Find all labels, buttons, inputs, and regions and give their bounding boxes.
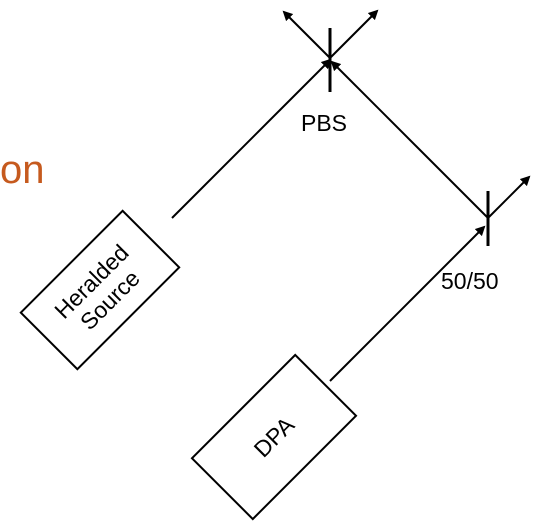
pbs-output-right-arrow [329, 9, 379, 59]
pbs-label: PBS [301, 110, 348, 136]
dpa-box: DPA [190, 353, 358, 521]
beamsplitter-label: 50/50 [441, 268, 499, 294]
beam-splitter-to-pbs [330, 60, 489, 219]
beam-source-to-pbs [171, 58, 332, 219]
splitter-output-arrow [487, 175, 531, 219]
pbs-output-left-arrow [282, 10, 331, 59]
partial-title-text: on [0, 148, 45, 192]
heralded-source-box: Heralded Source [19, 209, 181, 371]
beam-dpa-to-splitter [329, 225, 486, 382]
